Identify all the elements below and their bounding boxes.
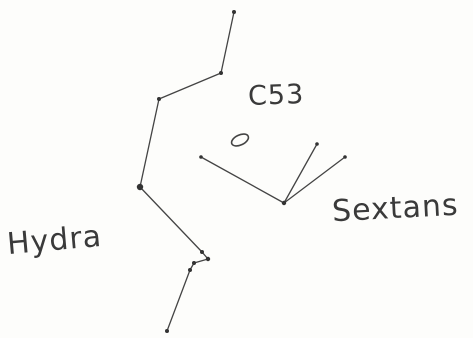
stars [136, 10, 347, 333]
hydra-line-2 [158, 72, 222, 100]
star [188, 268, 192, 272]
sextans-lines [200, 143, 346, 204]
galaxy-label: C53 [247, 79, 305, 112]
star [343, 155, 347, 159]
sextans-label: Sextans [331, 187, 460, 230]
hydra-line-3 [139, 98, 160, 188]
star [157, 97, 161, 101]
hydra-lines [139, 11, 235, 332]
hydra-line-6 [193, 258, 209, 264]
star [136, 183, 144, 191]
galaxy-oval [230, 133, 250, 147]
sextans-line-3 [283, 156, 346, 204]
star [281, 200, 287, 206]
hydra-line-4 [139, 186, 203, 253]
star [232, 10, 236, 14]
hydra-line-1 [220, 11, 235, 74]
star [199, 155, 203, 159]
sextans-line-2 [283, 143, 318, 204]
star [200, 250, 204, 254]
star [165, 329, 169, 333]
star [192, 261, 196, 265]
star [219, 71, 223, 75]
hydra-line-8 [166, 269, 191, 332]
star [205, 256, 211, 262]
star [315, 142, 319, 146]
sextans-line-1 [200, 156, 285, 204]
